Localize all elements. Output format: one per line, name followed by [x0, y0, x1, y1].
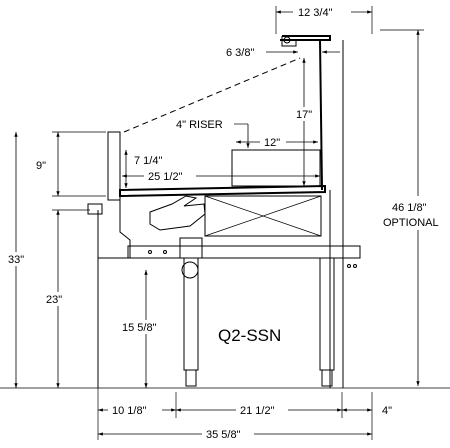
dim-leg-height-label: 15 5/8": [122, 322, 157, 334]
front-glass-sightline: [123, 57, 301, 133]
dim-glass-height-label: 17": [296, 109, 312, 121]
dim-optional-height-label: 46 1/8": [392, 202, 427, 214]
front-rail-knob: [87, 203, 103, 215]
pan-well-deck: [119, 184, 326, 198]
top-shelf: [280, 35, 331, 41]
rear-leg-foot: [321, 369, 333, 387]
label-bg: [293, 5, 351, 19]
dim-overall-depth-label: 35 5/8": [206, 429, 241, 441]
label-bg: [42, 292, 70, 306]
case-outline: [87, 35, 361, 388]
riser-callout-label: 4" RISER: [176, 119, 223, 131]
label-bg: [144, 169, 196, 183]
front-leg-foot: [185, 369, 197, 387]
dim-overall-height-label: 33": [8, 254, 24, 266]
dim-top-width-label: 12 3/4": [298, 7, 333, 19]
dim-counter-height-label: 23": [46, 294, 62, 306]
rear-glass: [319, 39, 323, 191]
label-bg: [5, 252, 29, 266]
label-bg: [260, 135, 286, 149]
drawer-box: [204, 195, 322, 237]
dim-front-glass-height-label: 7 1/4": [134, 155, 162, 167]
rear-leg: [319, 257, 335, 371]
label-bg: [108, 403, 162, 417]
dim-optional-label: OPTIONAL: [383, 217, 439, 229]
dim-leg-span-label: 21 1/2": [240, 405, 275, 417]
frame-bolt: [148, 250, 152, 254]
dim-front-height-label: 9": [36, 160, 46, 172]
label-bg: [380, 196, 448, 230]
front-glass-panel: [107, 131, 121, 201]
label-bg: [236, 403, 288, 417]
label-bg: [202, 427, 254, 441]
frame-bolt: [347, 264, 351, 268]
dim-well-depth-label: 25 1/2": [148, 171, 183, 183]
dim-glass-setback-label: 6 3/8": [226, 47, 254, 59]
dim-rear-overhang-label: 4": [382, 405, 392, 417]
base-frame: [127, 245, 361, 259]
front-cabinet: [97, 196, 131, 259]
riser-block: [231, 149, 321, 187]
dim-front-overhang-label: 10 1/8": [112, 405, 147, 417]
dim-riser-depth-label: 12": [264, 137, 280, 149]
frame-bolt: [353, 264, 357, 268]
label-bg: [118, 320, 168, 334]
label-bg: [293, 107, 317, 121]
drawer-cross-b: [204, 195, 322, 237]
model-label: Q2-SSN: [218, 326, 281, 345]
shelf-bracket: [281, 36, 297, 47]
frame-bolt: [163, 250, 167, 254]
pump-housing: [179, 237, 203, 259]
shelf-knob: [283, 36, 291, 44]
hand-shape: [149, 195, 206, 231]
